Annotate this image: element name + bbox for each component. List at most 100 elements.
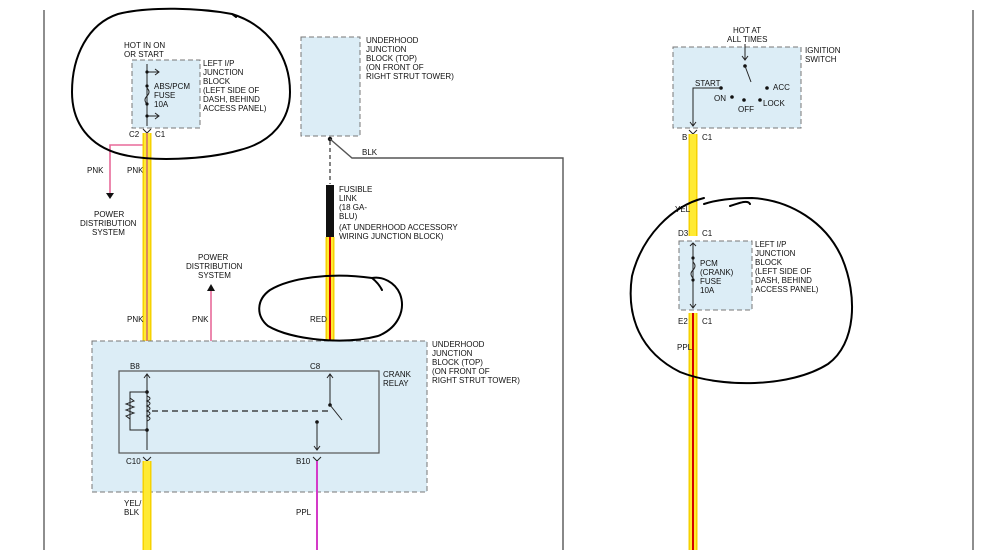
pcm-box-label-5: DASH, BEHIND xyxy=(755,276,812,285)
pin-c1-pcm-bot-label: C1 xyxy=(702,317,713,326)
underhood-junction-block-top xyxy=(300,36,361,137)
resistor-symbol xyxy=(124,397,136,420)
ignition-contact-lock xyxy=(758,98,762,102)
pink-wire-branch-top xyxy=(109,144,147,196)
pcm-fuse-node-bottom xyxy=(691,278,695,282)
underhood-main-label-2: JUNCTION xyxy=(432,349,473,358)
yel-blk-label-2: BLK xyxy=(124,508,140,517)
underhood-top-label-5: RIGHT STRUT TOWER) xyxy=(366,72,454,81)
pin-b8-label: B8 xyxy=(130,362,140,371)
hot-in-on-label-1: HOT IN ON xyxy=(124,41,165,50)
ignition-contact-acc xyxy=(765,86,769,90)
left-ip-label-5: DASH, BEHIND xyxy=(203,95,260,104)
pcm-fuse-section: D3 C1 LEFT I/P JUNCTION BLOCK (LEFT SIDE… xyxy=(677,229,819,550)
coil-arrow-top xyxy=(143,373,151,379)
pcm-box-label-4: (LEFT SIDE OF xyxy=(755,267,811,276)
pin-b-label: B xyxy=(682,133,687,142)
fuse-node-mid xyxy=(145,84,149,88)
underhood-main-label-3: BLOCK (TOP) xyxy=(432,358,483,367)
left-ip-label-4: (LEFT SIDE OF xyxy=(203,86,259,95)
fusible-link-label-1: FUSIBLE xyxy=(339,185,372,194)
pcm-fuse-label-4: 10A xyxy=(700,286,715,295)
pcm-fuse-element xyxy=(690,261,696,279)
pin-e2-label: E2 xyxy=(678,317,688,326)
pwr-dist-top-label-2: DISTRIBUTION xyxy=(80,219,137,228)
pwr-dist-top-label-3: SYSTEM xyxy=(92,228,125,237)
pcm-fuse-label-1: PCM xyxy=(700,259,718,268)
underhood-main-label-1: UNDERHOOD xyxy=(432,340,485,349)
fuse-node-bottom xyxy=(145,114,149,118)
abs-pcm-fuse-label-3: 10A xyxy=(154,100,169,109)
yel-label: YEL xyxy=(675,205,691,214)
left-ip-label-3: BLOCK xyxy=(203,77,231,86)
switch-arrow-bottom xyxy=(313,445,321,451)
ppl-label-pcm: PPL xyxy=(677,343,693,352)
fusible-link-body xyxy=(326,185,334,237)
pcm-box-label-1: LEFT I/P xyxy=(755,240,786,249)
pnk-label-main: PNK xyxy=(127,315,144,324)
ignition-contact-on xyxy=(730,95,734,99)
fusible-link-label-6: WIRING JUNCTION BLOCK) xyxy=(339,232,444,241)
pnk-label-right: PNK xyxy=(127,166,144,175)
pnk-label-left: PNK xyxy=(87,166,104,175)
ignition-switch-label-1: IGNITION xyxy=(805,46,841,55)
pin-c1-pcm-top-label: C1 xyxy=(702,229,713,238)
yel-blk-label-1: YEL/ xyxy=(124,499,142,508)
fuse-arrow-top xyxy=(147,68,160,76)
underhood-top-label-4: (ON FRONT OF xyxy=(366,63,424,72)
yel-wire-section: YEL xyxy=(675,134,698,236)
connector-chevron-ign xyxy=(688,129,698,135)
hand-drawn-circle-abs-fuse xyxy=(71,7,291,160)
pin-c8-label: C8 xyxy=(310,362,321,371)
pin-d3-label: D3 xyxy=(678,229,689,238)
pcm-fuse-label-2: (CRANK) xyxy=(700,268,734,277)
ignition-contact-off xyxy=(742,98,746,102)
blk-label: BLK xyxy=(362,148,378,157)
coil-symbol xyxy=(145,395,151,422)
ignition-switch-label-2: SWITCH xyxy=(805,55,837,64)
hot-at-all-times-2: ALL TIMES xyxy=(727,35,767,44)
ignition-switch-section: HOT AT ALL TIMES IGNITION SWITCH START O… xyxy=(672,26,841,142)
pos-acc-label: ACC xyxy=(773,83,790,92)
ignition-start-wire xyxy=(692,87,721,126)
pcm-fuse-arrow-bottom xyxy=(689,303,697,309)
pnk-main-wire: PNK xyxy=(127,133,152,370)
pcm-fuse-node-top xyxy=(691,256,695,260)
relay-output-wires: YEL/ BLK PPL xyxy=(124,461,318,550)
blk-wire xyxy=(329,138,564,550)
pwr-dist-mid-label-3: SYSTEM xyxy=(198,271,231,280)
arrow-down-icon xyxy=(106,193,114,199)
pin-c1-ign-label: C1 xyxy=(702,133,713,142)
pcm-fuse-label-3: FUSE xyxy=(700,277,721,286)
abs-pcm-fuse-label-2: FUSE xyxy=(154,91,175,100)
pwr-dist-top-label-1: POWER xyxy=(94,210,124,219)
underhood-junction-block-main xyxy=(91,340,428,493)
pos-off-label: OFF xyxy=(738,105,754,114)
fusible-link-label-2: LINK xyxy=(339,194,357,203)
pin-c1-label: C1 xyxy=(155,130,166,139)
switch-blade xyxy=(329,404,343,421)
pcm-box-label-3: BLOCK xyxy=(755,258,783,267)
pwr-dist-mid-label-1: POWER xyxy=(198,253,228,262)
crank-relay-section: UNDERHOOD JUNCTION BLOCK (TOP) (ON FRONT… xyxy=(91,340,520,493)
left-ip-label-6: ACCESS PANEL) xyxy=(203,104,267,113)
underhood-top-label-3: BLOCK (TOP) xyxy=(366,54,417,63)
arrow-up-icon xyxy=(207,284,215,291)
fusible-link-label-4: BLU) xyxy=(339,212,358,221)
hand-drawn-circle-red-wire xyxy=(258,274,403,342)
crank-relay-box xyxy=(118,370,380,454)
left-ip-label-1: LEFT I/P xyxy=(203,59,234,68)
abs-pcm-fuse-label-1: ABS/PCM xyxy=(154,82,190,91)
pin-c10-label: C10 xyxy=(126,457,141,466)
pos-start-label: START xyxy=(695,79,721,88)
underhood-main-label-4: (ON FRONT OF xyxy=(432,367,490,376)
left-ip-label-2: JUNCTION xyxy=(203,68,244,77)
fusible-link-label-5: (AT UNDERHOOD ACCESSORY xyxy=(339,223,458,232)
underhood-top-label-1: UNDERHOOD xyxy=(366,36,419,45)
pcm-box-label-6: ACCESS PANEL) xyxy=(755,285,819,294)
pin-c2-label: C2 xyxy=(129,130,140,139)
ignition-blade xyxy=(744,65,752,83)
crank-relay-label-1: CRANK xyxy=(383,370,412,379)
pos-on-label: ON xyxy=(714,94,726,103)
